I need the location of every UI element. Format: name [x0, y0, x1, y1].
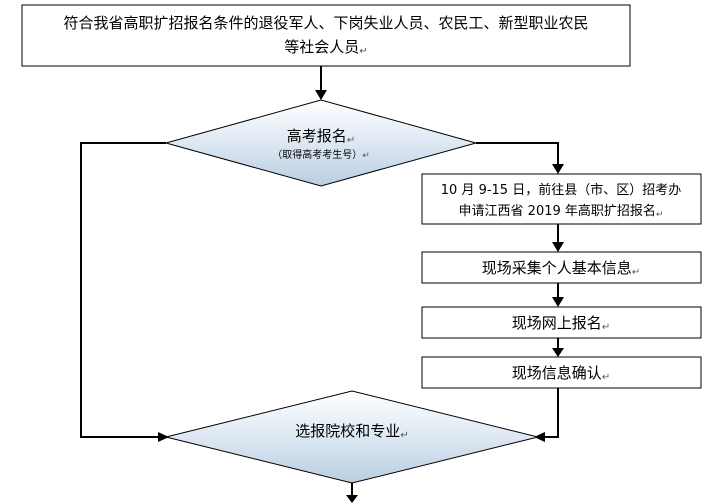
eligibility-line2: 等社会人员↵	[284, 38, 367, 57]
connector-left-branch	[80, 142, 166, 438]
county-office-line1: 10 月 9-15 日，前往县（市、区）招考办	[441, 182, 681, 198]
exam-registration-diamond: 高考报名↵ （取得高考考生号）↵	[164, 99, 478, 187]
confirm-info-box: 现场信息确认↵	[421, 356, 702, 389]
arrowhead-down-exam	[315, 90, 327, 100]
county-office-line2: 申请江西省 2019 年高职扩招报名↵	[459, 203, 664, 220]
connector-right-branch	[476, 142, 559, 164]
online-registration-label: 现场网上报名↵	[512, 314, 610, 333]
eligibility-box: 符合我省高职扩招报名条件的退役军人、下岗失业人员、农民工、新型职业农民 等社会人…	[21, 4, 631, 67]
arrowhead-right-select	[158, 432, 169, 442]
arrowhead-down-confirm	[552, 348, 564, 357]
arrowhead-down-county	[552, 164, 564, 174]
arrowhead-left-select	[534, 432, 545, 442]
select-school-diamond: 选报院校和专业↵	[165, 390, 539, 484]
arrowhead-down-bottom	[346, 495, 358, 503]
confirm-info-label: 现场信息确认↵	[512, 364, 610, 383]
connector-confirm-to-select	[545, 388, 559, 438]
eligibility-line1: 符合我省高职扩招报名条件的退役军人、下岗失业人员、农民工、新型职业农民	[63, 14, 588, 32]
select-school-label: 选报院校和专业↵	[295, 422, 408, 441]
collect-info-box: 现场采集个人基本信息↵	[421, 251, 702, 284]
exam-registration-label: 高考报名↵	[287, 127, 355, 146]
collect-info-label: 现场采集个人基本信息↵	[482, 259, 640, 278]
arrowhead-down-collect	[552, 242, 564, 252]
county-office-box: 10 月 9-15 日，前往县（市、区）招考办 申请江西省 2019 年高职扩招…	[421, 173, 702, 225]
arrowhead-down-online	[552, 297, 564, 307]
online-registration-box: 现场网上报名↵	[421, 306, 702, 339]
exam-registration-sublabel: （取得高考考生号）↵	[272, 148, 370, 161]
